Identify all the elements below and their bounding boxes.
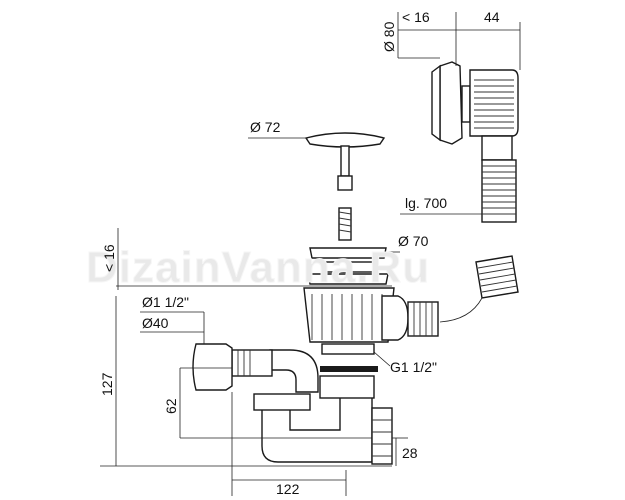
siphon-body	[303, 287, 439, 372]
label-flange-diameter: Ø 70	[398, 233, 429, 249]
label-overflow-diameter: Ø 80	[381, 21, 397, 52]
overflow-elbow	[481, 135, 513, 161]
watermark: DizainVanna.Ru	[86, 243, 430, 292]
label-overflow-depth: < 16	[402, 9, 430, 25]
plug-assembly	[304, 132, 386, 241]
overflow-cover-rim	[431, 64, 441, 142]
plug-cap	[304, 132, 386, 148]
overflow-nut	[461, 85, 471, 123]
label-hose-length: lg. 700	[405, 195, 447, 211]
label-bottom-height: 28	[402, 445, 418, 461]
plug-nut	[337, 175, 353, 191]
plug-stem	[340, 145, 350, 177]
overflow-unit	[431, 61, 519, 161]
drain-flange	[116, 247, 392, 287]
label-outlet-thread: Ø1 1/2"	[142, 294, 189, 310]
dimension-lines	[100, 12, 521, 496]
label-drain-thread: G1 1/2"	[390, 359, 437, 375]
label-total-height: 127	[99, 372, 115, 396]
seal-ring	[320, 366, 378, 372]
overflow-body	[469, 69, 519, 137]
label-horizontal-length: 122	[276, 481, 300, 497]
label-plug-diameter: Ø 72	[250, 119, 281, 135]
label-outlet-height: 62	[163, 398, 179, 414]
label-outlet-diameter: Ø40	[142, 315, 169, 331]
overflow-cover	[439, 61, 463, 145]
trap-assembly	[192, 343, 393, 465]
label-overflow-width: 44	[484, 9, 500, 25]
label-flange-offset: < 16	[101, 244, 117, 272]
overflow-body-ribs	[474, 79, 514, 129]
overflow-hose	[439, 159, 519, 323]
